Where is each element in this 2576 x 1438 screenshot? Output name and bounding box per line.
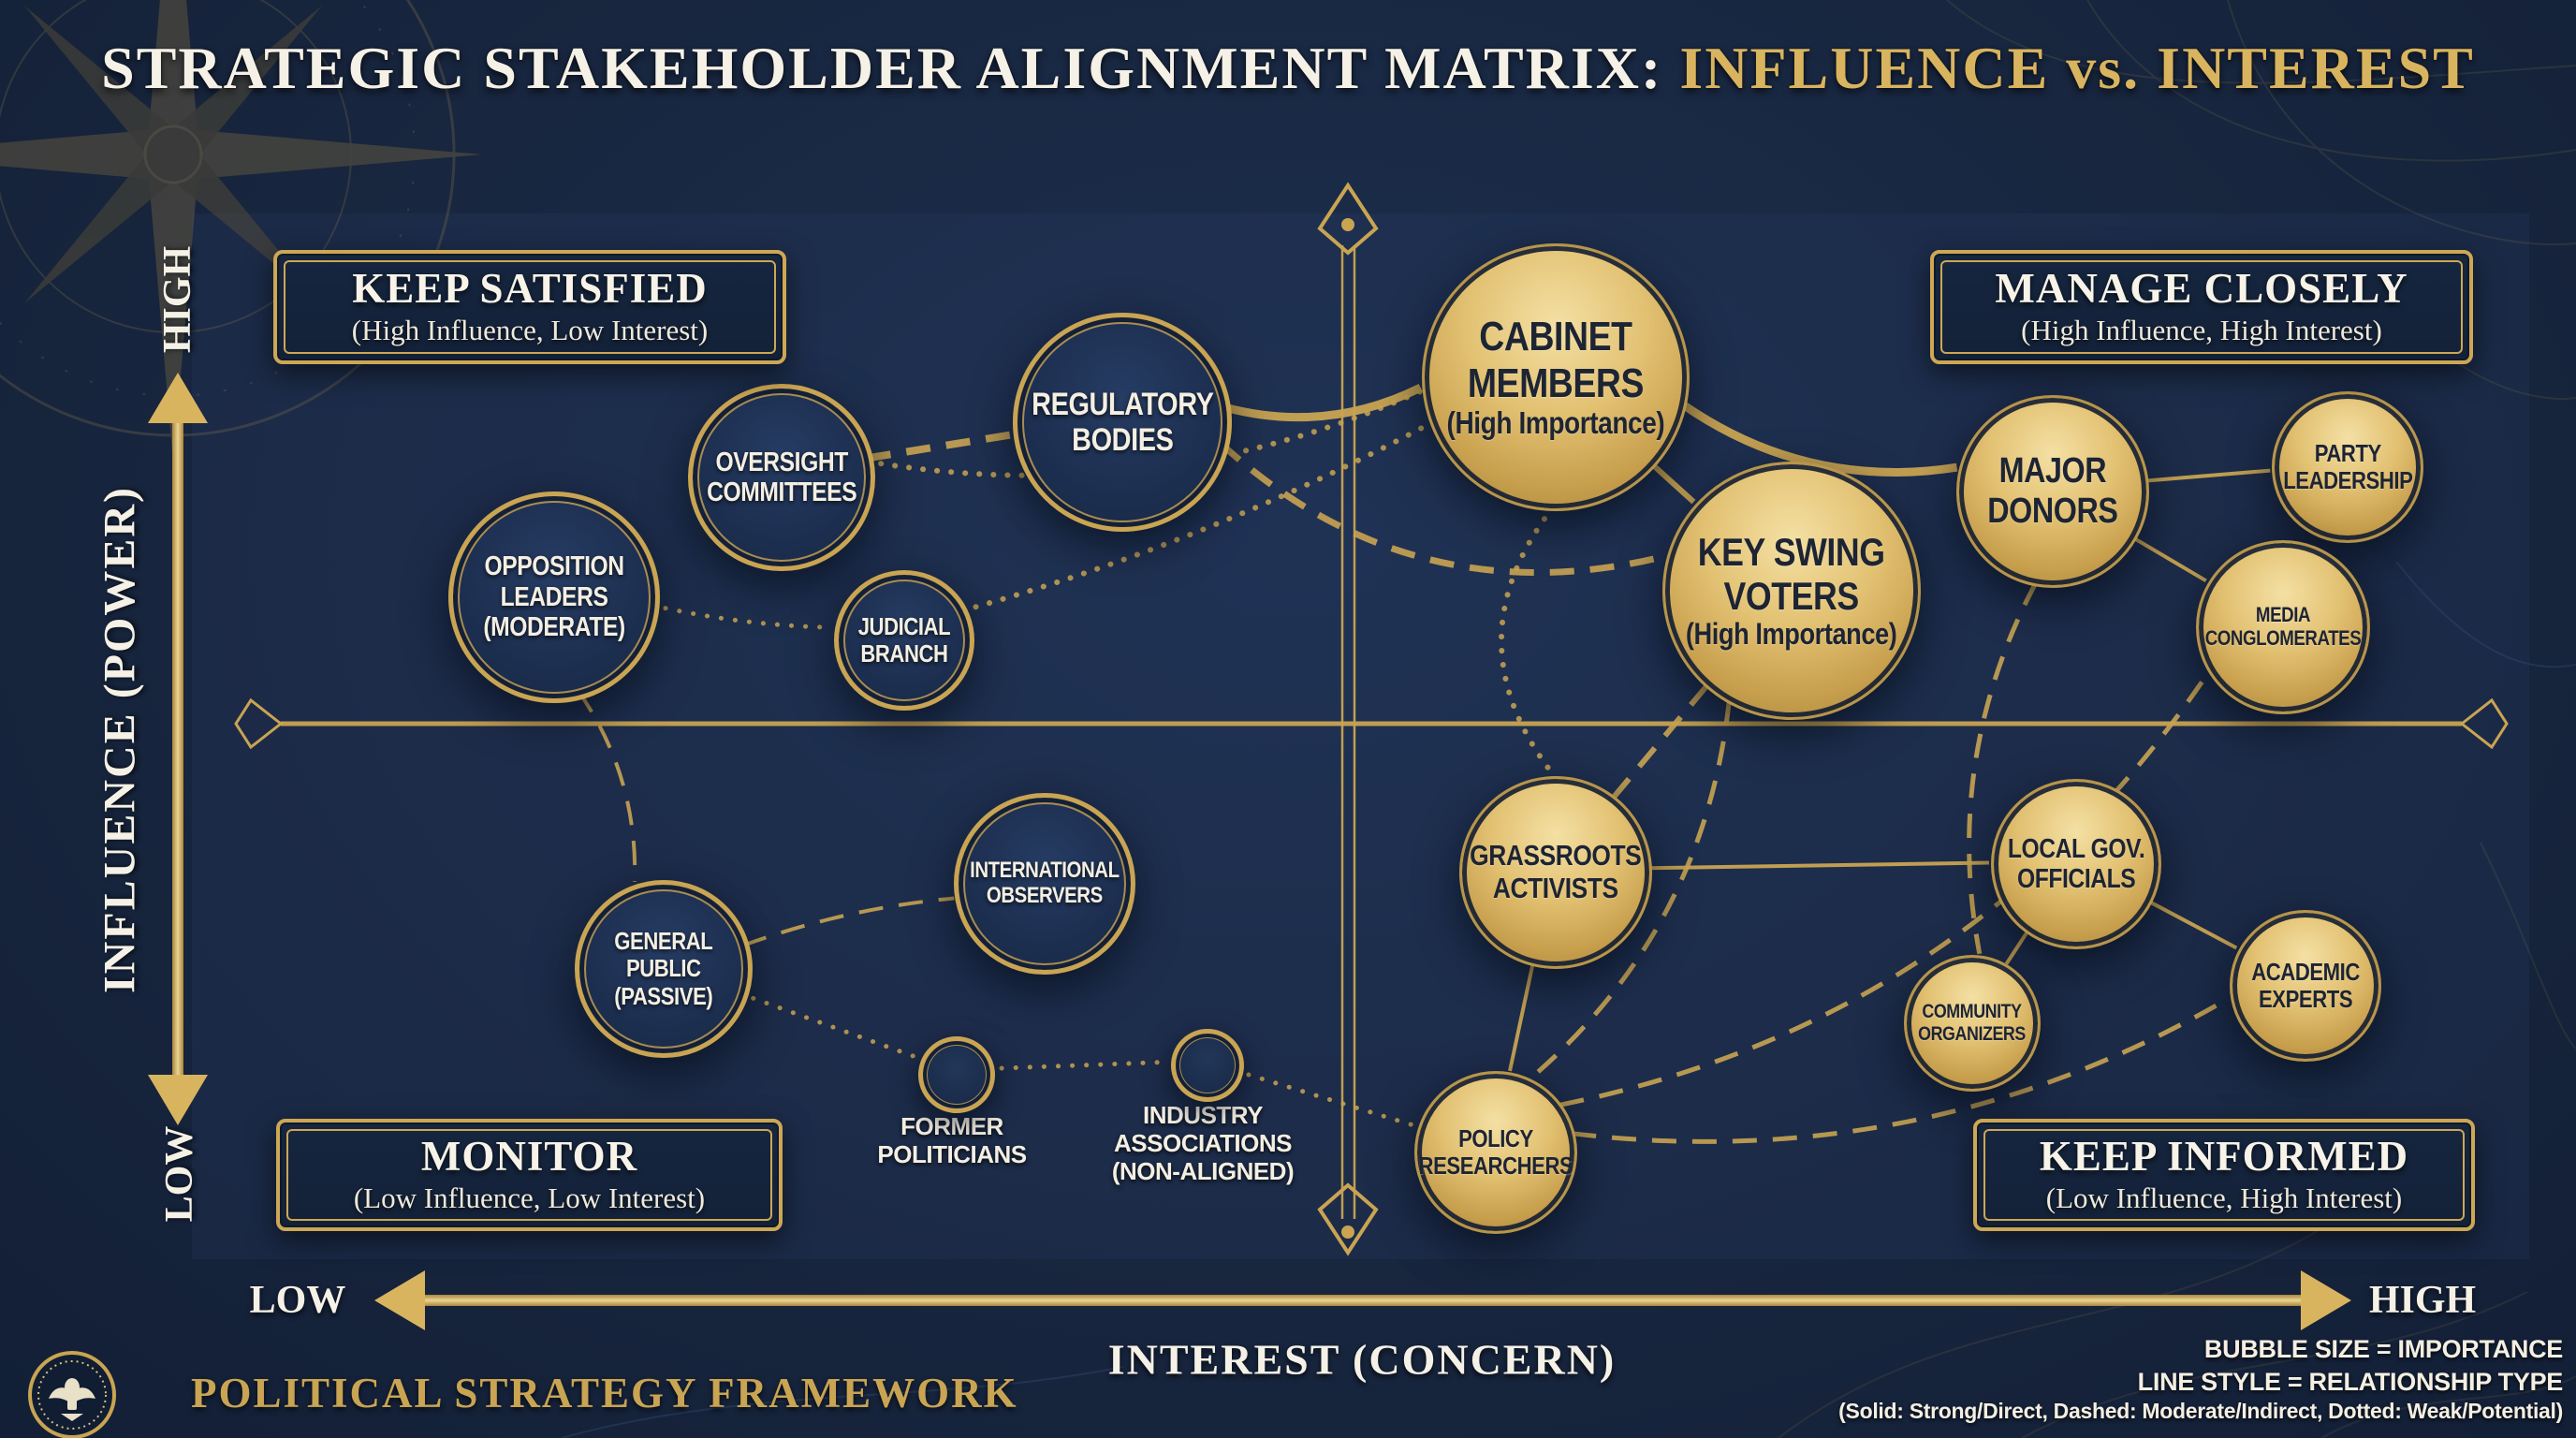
page-title-gold: INFLUENCE vs. INTEREST bbox=[1679, 35, 2475, 101]
x-axis-low-label: LOW bbox=[249, 1279, 346, 1322]
connection-cabinet-members--key-swing-voters bbox=[1649, 462, 1696, 505]
topo-contours-top-right bbox=[1946, 0, 2576, 401]
connection-cabinet-members--major-donors bbox=[1679, 401, 1958, 477]
y-axis-low-label: LOW bbox=[158, 1125, 201, 1223]
quadrant-subtitle: (Low Influence, High Interest) bbox=[2045, 1181, 2403, 1214]
quadrant-title: MANAGE CLOSELY bbox=[1995, 265, 2408, 313]
quadrant-monitor: MONITOR (Low Influence, Low Interest) bbox=[276, 1119, 783, 1231]
connection-grassroots-activists--policy-researchers bbox=[1508, 962, 1535, 1072]
bubble-former-politicians bbox=[918, 1036, 995, 1113]
connection-oversight-committees--regulatory-bodies bbox=[866, 431, 1014, 462]
quadrant-keep-informed: KEEP INFORMED (Low Influence, High Inter… bbox=[1973, 1119, 2475, 1231]
connection-major-donors--party-leadership bbox=[2144, 468, 2271, 483]
y-axis-high-label: HIGH bbox=[156, 245, 199, 354]
quadrant-subtitle: (Low Influence, Low Interest) bbox=[353, 1181, 706, 1214]
connection-policy-researchers--academic-experts bbox=[1571, 995, 2231, 1144]
bubble-local-gov-officials: LOCAL GOV.OFFICIALS bbox=[1991, 779, 2161, 949]
legend-bubble-size: BUBBLE SIZE = IMPORTANCE bbox=[2203, 1335, 2563, 1363]
connection-opposition-leaders--judicial-branch bbox=[649, 602, 835, 630]
center-vertical-axis bbox=[1317, 182, 1379, 1256]
line-legend: BUBBLE SIZE = IMPORTANCE LINE STYLE = RE… bbox=[1838, 1333, 2563, 1426]
connection-cabinet-members--grassroots-activists bbox=[1499, 505, 1556, 777]
connection-grassroots-activists--local-gov-officials bbox=[1647, 860, 1990, 871]
bubble-industry-associations bbox=[1171, 1029, 1244, 1102]
quadrant-subtitle: (High Influence, Low Interest) bbox=[351, 313, 709, 346]
connection-general-public--international-observers bbox=[742, 896, 955, 947]
connection-major-donors--media-conglomerates bbox=[2130, 536, 2207, 583]
quadrant-keep-satisfied: KEEP SATISFIED (High Influence, Low Inte… bbox=[273, 250, 786, 364]
topo-contours-navy bbox=[561, 561, 2576, 1438]
legend-line-types: (Solid: Strong/Direct, Dashed: Moderate/… bbox=[1838, 1399, 2563, 1424]
center-horizontal-axis bbox=[234, 697, 2509, 750]
x-axis-high-label: HIGH bbox=[2368, 1279, 2477, 1322]
legend-line-style: LINE STYLE = RELATIONSHIP TYPE bbox=[2137, 1367, 2564, 1396]
topo-contours-bottom-right bbox=[1778, 842, 2576, 1438]
connection-regulatory-bodies--key-swing-voters bbox=[1219, 441, 1666, 576]
page-title-white: STRATEGIC STAKEHOLDER ALIGNMENT MATRIX: bbox=[101, 35, 1663, 101]
bubble-label-local-gov-officials: LOCAL GOV.OFFICIALS bbox=[2007, 833, 2145, 894]
quadrant-title: MONITOR bbox=[420, 1133, 638, 1181]
connection-judicial-branch--cabinet-members bbox=[959, 420, 1433, 614]
presidential-seal-icon bbox=[28, 1351, 116, 1438]
interest-axis-arrow bbox=[374, 1270, 2351, 1330]
quadrant-title: KEEP SATISFIED bbox=[352, 265, 708, 313]
plot-panel bbox=[192, 213, 2529, 1259]
connection-major-donors--community-organizers bbox=[1967, 581, 2038, 955]
page-title: STRATEGIC STAKEHOLDER ALIGNMENT MATRIX: … bbox=[0, 34, 2576, 103]
connection-local-gov-officials--academic-experts bbox=[2146, 899, 2238, 950]
influence-axis-arrow bbox=[148, 373, 208, 1125]
connection-former-politicians--industry-associations bbox=[985, 1059, 1172, 1072]
quadrant-subtitle: (High Influence, High Interest) bbox=[2021, 313, 2382, 346]
footer-brand: POLITICAL STRATEGY FRAMEWORK bbox=[191, 1370, 1018, 1416]
y-axis-title: INFLUENCE (POWER) bbox=[95, 485, 145, 994]
connection-local-gov-officials--community-organizers bbox=[2004, 931, 2029, 965]
connection-key-swing-voters--policy-researchers bbox=[1529, 700, 1732, 1080]
connection-regulatory-bodies--cabinet-members bbox=[1222, 383, 1423, 422]
connection-key-swing-voters--grassroots-activists bbox=[1612, 684, 1709, 799]
x-axis-title: INTEREST (CONCERN) bbox=[1107, 1335, 1617, 1384]
connection-opposition-leaders--general-public bbox=[577, 690, 637, 882]
connection-general-public--former-politicians bbox=[738, 990, 921, 1061]
quadrant-manage-closely: MANAGE CLOSELY (High Influence, High Int… bbox=[1930, 250, 2473, 364]
quadrant-title: KEEP INFORMED bbox=[2039, 1133, 2409, 1181]
